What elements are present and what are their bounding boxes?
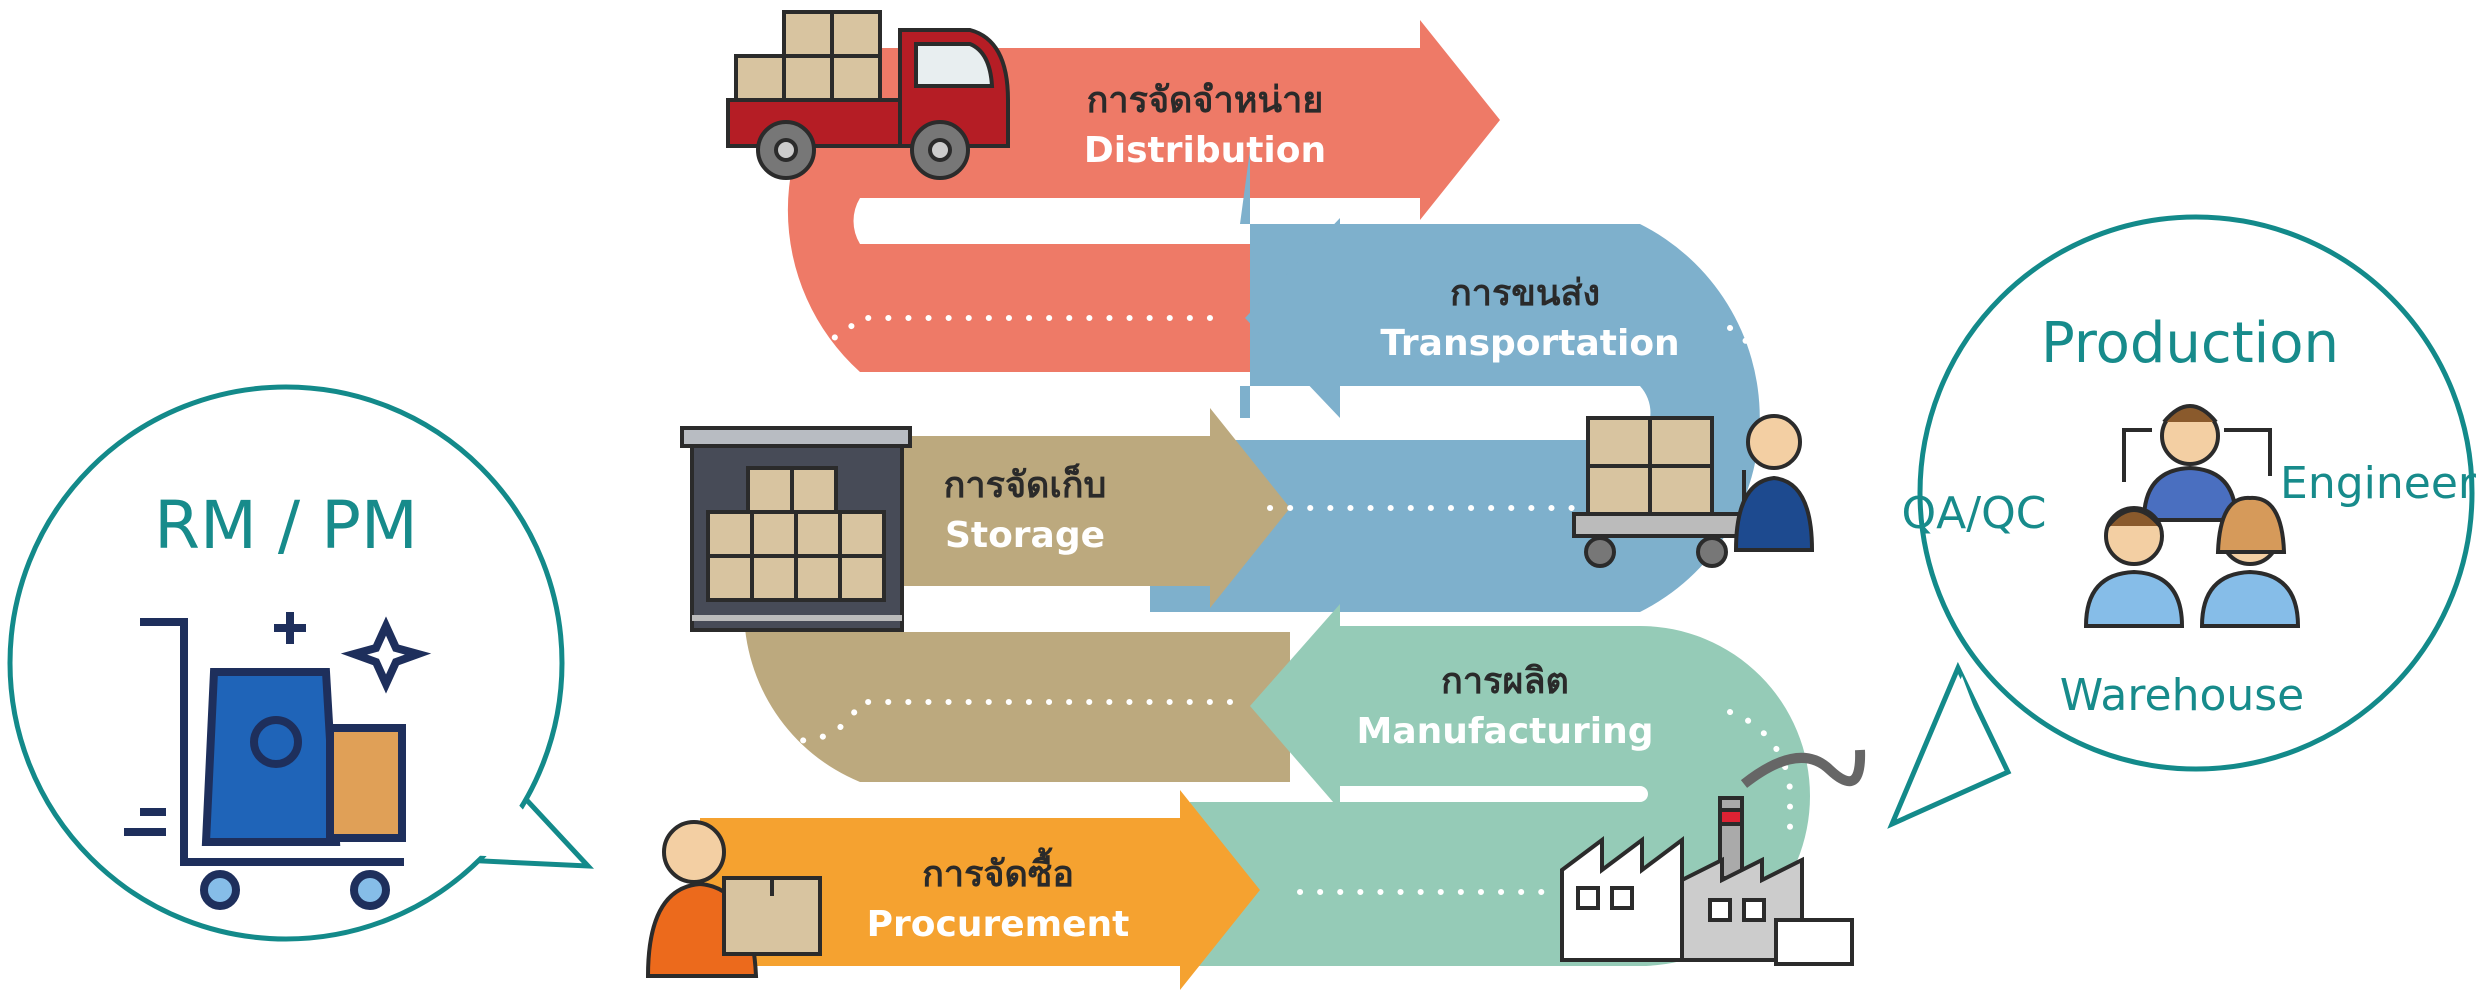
storage-thai-label: การจัดเก็บ bbox=[944, 462, 1107, 506]
procurement-band bbox=[700, 790, 1260, 990]
dotted-path bbox=[681, 175, 1793, 895]
material-cart-icon bbox=[124, 612, 432, 910]
engineer-label: Engineer bbox=[2280, 458, 2477, 509]
warehouse-shelf-icon bbox=[680, 426, 912, 632]
production-title: Production bbox=[2041, 311, 2339, 376]
manufacturing-thai-label: การผลิต bbox=[1441, 661, 1569, 702]
person-with-box-icon bbox=[645, 820, 822, 978]
factory-icon bbox=[1560, 749, 1866, 966]
distribution-english-label: Distribution bbox=[1084, 130, 1326, 171]
manufacturing-english-label: Manufacturing bbox=[1357, 711, 1654, 752]
transportation-thai-label: การขนส่ง bbox=[1450, 273, 1600, 314]
procurement-english-label: Procurement bbox=[867, 904, 1130, 945]
transportation-arrowhead bbox=[1245, 218, 1340, 418]
transportation-english-label: Transportation bbox=[1380, 323, 1679, 364]
rm-pm-title: RM / PM bbox=[154, 487, 418, 564]
procurement-thai-label: การจัดซื้อ bbox=[922, 847, 1074, 895]
qa-qc-label: QA/QC bbox=[1902, 488, 2047, 539]
manufacturing-arrowhead bbox=[1250, 604, 1340, 810]
distribution-thai-label: การจัดจำหน่าย bbox=[1087, 80, 1324, 121]
rm-pm-bubble bbox=[7, 384, 595, 942]
delivery-truck-icon bbox=[726, 10, 1010, 180]
team-people-icon bbox=[2083, 404, 2301, 628]
worker-with-cart-icon bbox=[1572, 414, 1815, 568]
storage-english-label: Storage bbox=[945, 515, 1105, 556]
warehouse-label: Warehouse bbox=[2060, 670, 2305, 721]
